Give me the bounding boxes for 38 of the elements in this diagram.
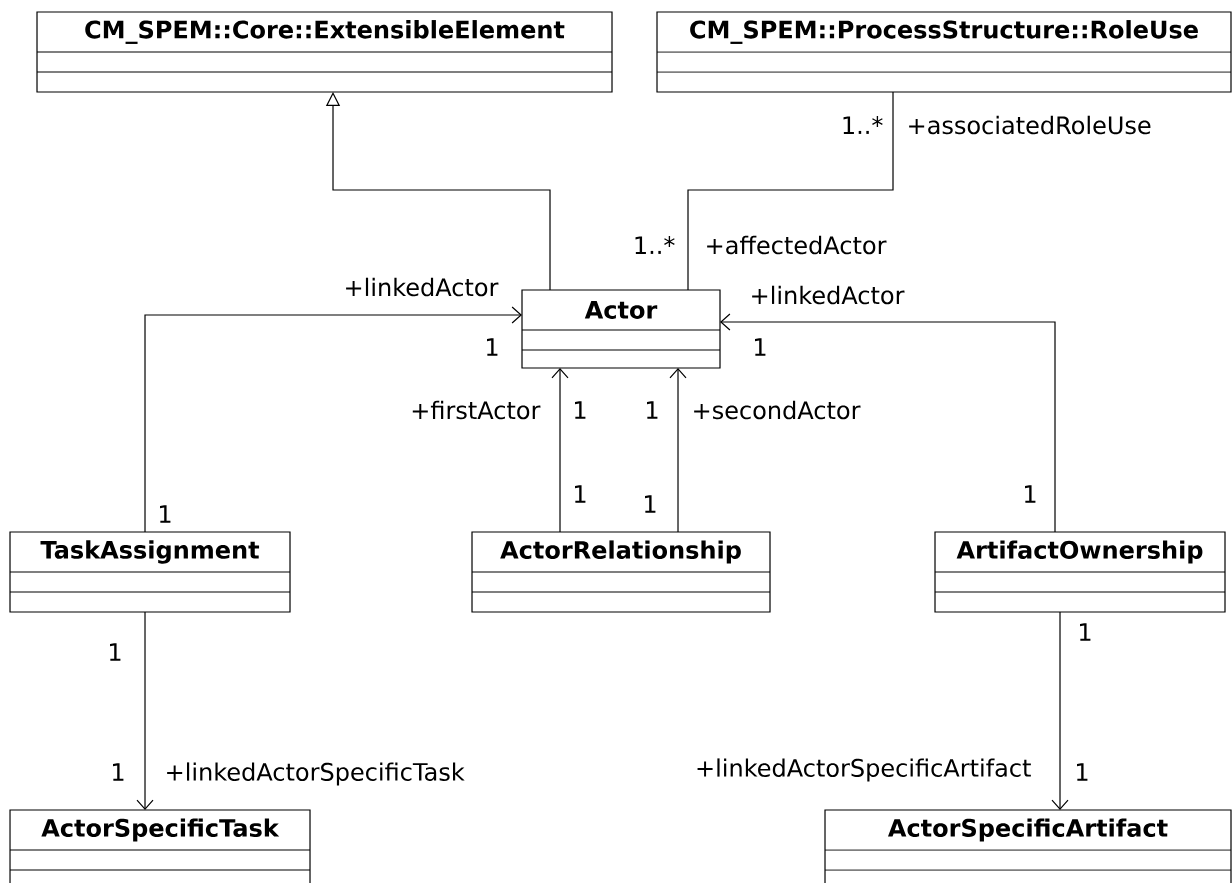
role-name: +associatedRoleUse xyxy=(909,115,1151,135)
multiplicity: 1 xyxy=(110,643,121,661)
class-box: CM_SPEM::Core::ExtensibleElement xyxy=(36,11,613,93)
generalization-arrow xyxy=(325,92,551,291)
association-arrow xyxy=(136,611,154,810)
role-name: +linkedActor xyxy=(752,285,905,305)
class-box: TaskAssignment xyxy=(9,531,291,613)
association-arrow xyxy=(669,368,687,533)
association-arrow xyxy=(144,306,522,533)
role-name: +linkedActor xyxy=(346,277,499,297)
class-box: Actor xyxy=(521,289,721,369)
role-name: +secondActor xyxy=(694,400,861,420)
multiplicity: 1 xyxy=(645,495,656,513)
multiplicity: 1 xyxy=(575,401,586,419)
association-arrow xyxy=(720,313,1056,533)
class-box: CM_SPEM::ProcessStructure::RoleUse xyxy=(656,11,1232,93)
class-box: ActorSpecificTask xyxy=(9,809,311,883)
role-name: +firstActor xyxy=(412,400,541,420)
multiplicity: 1 xyxy=(755,338,766,356)
multiplicity: 1 xyxy=(1080,623,1091,641)
multiplicity: 1 xyxy=(1025,485,1036,503)
class-box: ArtifactOwnership xyxy=(934,531,1226,613)
multiplicity: 1 xyxy=(647,401,658,419)
class-box: ActorRelationship xyxy=(471,531,771,613)
role-name: +affectedActor xyxy=(707,235,887,255)
association-arrow xyxy=(1051,611,1069,810)
role-name: +linkedActorSpecificArtifact xyxy=(697,758,1031,782)
association-line xyxy=(687,91,894,291)
multiplicity: 1 xyxy=(575,485,586,503)
role-name: +linkedActorSpecificTask xyxy=(167,762,465,786)
multiplicity: 1..* xyxy=(635,236,675,254)
multiplicity: 1 xyxy=(487,338,498,356)
multiplicity: 1..* xyxy=(843,116,883,134)
multiplicity: 1 xyxy=(160,505,171,523)
class-box: ActorSpecificArtifact xyxy=(824,809,1232,883)
multiplicity: 1 xyxy=(1077,763,1088,781)
multiplicity: 1 xyxy=(113,763,124,781)
association-arrow xyxy=(551,368,569,533)
